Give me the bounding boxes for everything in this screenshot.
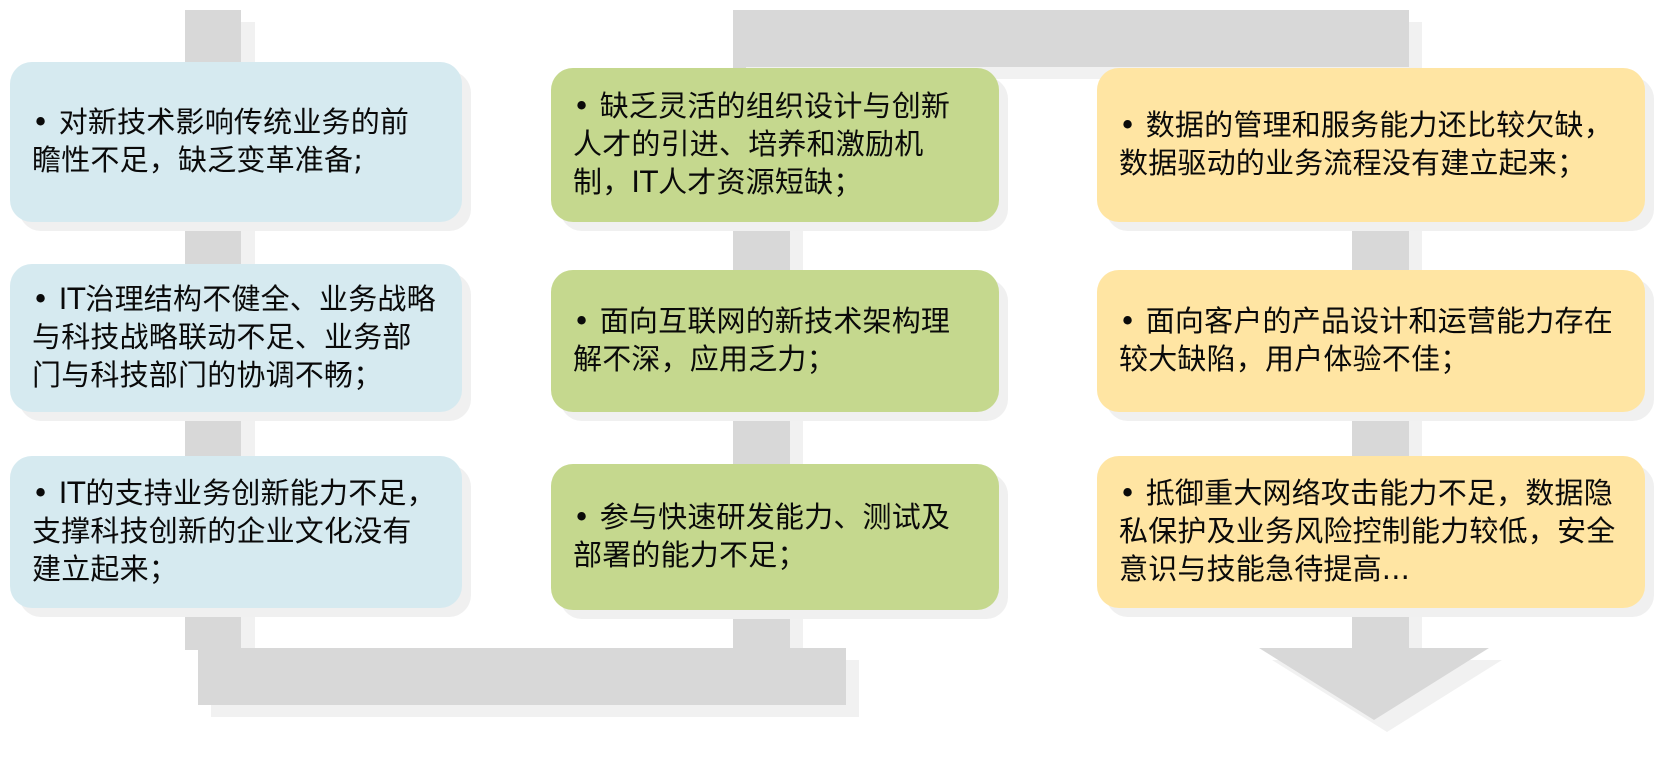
- card-column3-item2[interactable]: • 面向客户的产品设计和运营能力存在较大缺陷，用户体验不佳；: [1097, 270, 1645, 412]
- connector-top-horizontal: [733, 10, 1409, 67]
- card-column3-item1[interactable]: • 数据的管理和服务能力还比较欠缺，数据驱动的业务流程没有建立起来；: [1097, 68, 1645, 222]
- card-text: • 缺乏灵活的组织设计与创新人才的引进、培养和激励机制，IT人才资源短缺；: [573, 89, 951, 199]
- card-column2-item1[interactable]: • 缺乏灵活的组织设计与创新人才的引进、培养和激励机制，IT人才资源短缺；: [551, 68, 999, 222]
- card-text: • 参与快速研发能力、测试及部署的能力不足；: [573, 500, 951, 572]
- card-column1-item3[interactable]: • IT的支持业务创新能力不足，支撑科技创新的企业文化没有建立起来；: [10, 456, 462, 608]
- card-column1-item1[interactable]: • 对新技术影响传统业务的前瞻性不足，缺乏变革准备;: [10, 62, 462, 222]
- card-text: • 对新技术影响传统业务的前瞻性不足，缺乏变革准备;: [32, 105, 410, 177]
- card-column2-item3[interactable]: • 参与快速研发能力、测试及部署的能力不足；: [551, 464, 999, 610]
- arrow-head-down: [1259, 648, 1489, 720]
- card-text: • 面向客户的产品设计和运营能力存在较大缺陷，用户体验不佳；: [1119, 304, 1613, 376]
- card-text: • 数据的管理和服务能力还比较欠缺，数据驱动的业务流程没有建立起来；: [1119, 108, 1613, 180]
- card-text: • 抵御重大网络攻击能力不足，数据隐私保护及业务风险控制能力较低，安全意识与技能…: [1119, 476, 1616, 586]
- card-column1-item2[interactable]: • IT治理结构不健全、业务战略与科技战略联动不足、业务部门与科技部门的协调不畅…: [10, 264, 462, 412]
- card-text: • IT的支持业务创新能力不足，支撑科技创新的企业文化没有建立起来；: [32, 476, 436, 586]
- card-column2-item2[interactable]: • 面向互联网的新技术架构理解不深，应用乏力；: [551, 270, 999, 412]
- card-column3-item3[interactable]: • 抵御重大网络攻击能力不足，数据隐私保护及业务风险控制能力较低，安全意识与技能…: [1097, 456, 1645, 608]
- card-text: • IT治理结构不健全、业务战略与科技战略联动不足、业务部门与科技部门的协调不畅…: [32, 282, 436, 392]
- card-text: • 面向互联网的新技术架构理解不深，应用乏力；: [573, 304, 951, 376]
- connector-bottom-horizontal: [198, 648, 846, 705]
